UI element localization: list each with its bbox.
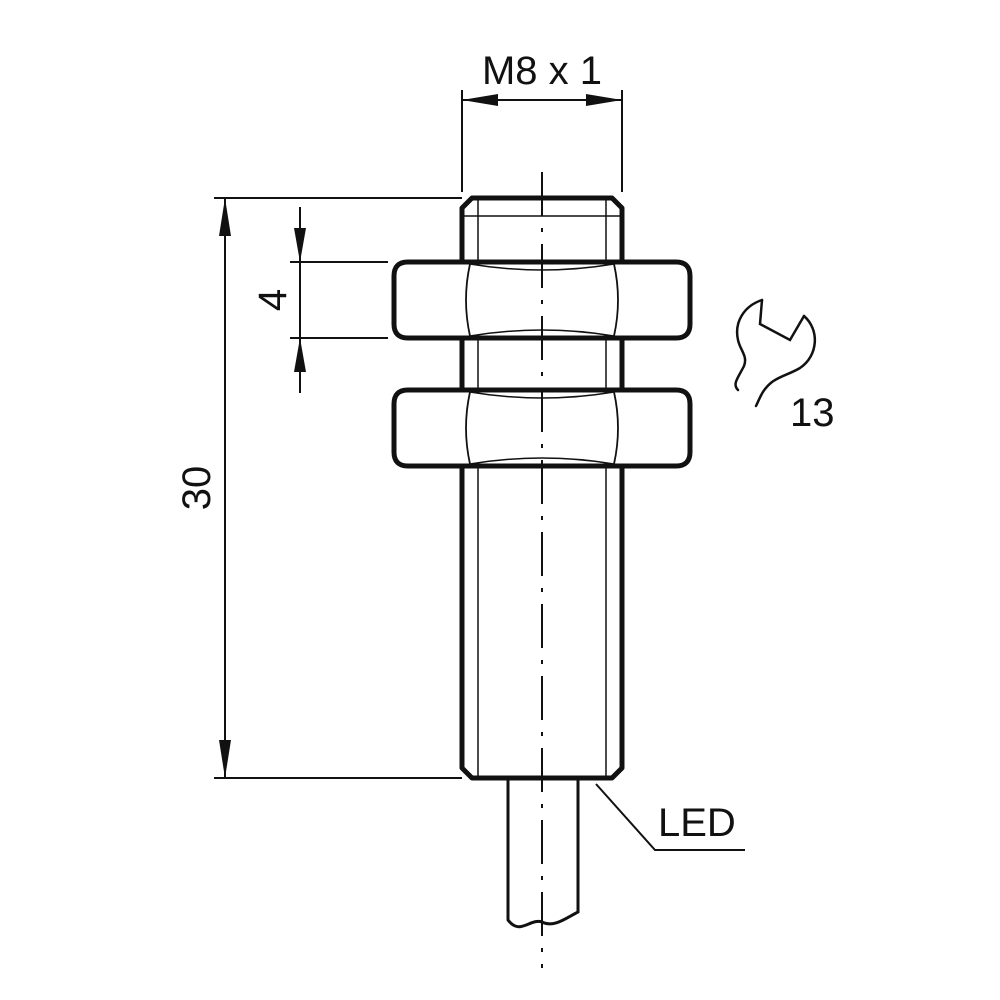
nut-thickness-arrow-bottom — [294, 338, 306, 372]
thread-dimension-arrow-right — [586, 94, 622, 106]
thread-dimension-arrow-left — [462, 94, 498, 106]
wrench-size-label: 13 — [790, 391, 835, 435]
wrench-icon — [734, 298, 817, 408]
led-label: LED — [658, 801, 736, 845]
thread-size-label: M8 x 1 — [482, 49, 602, 93]
height-dimension-arrow-bottom — [219, 740, 231, 778]
height-label: 30 — [175, 466, 219, 511]
height-dimension — [214, 197, 462, 779]
nut-thickness-label: 4 — [251, 289, 295, 311]
nut-thickness-arrow-top — [294, 228, 306, 262]
led-leader-line — [595, 783, 745, 851]
height-dimension-arrow-top — [219, 198, 231, 236]
